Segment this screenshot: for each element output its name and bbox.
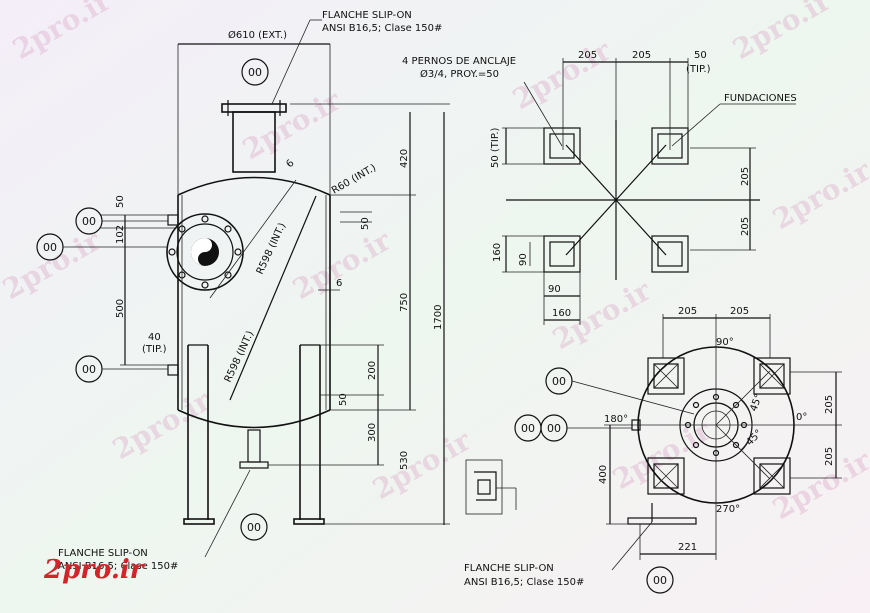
base-dim-205-c: 205	[824, 395, 835, 414]
bubble-text: 00	[552, 375, 566, 388]
bottom-flange-label-1: FLANCHE SLIP-ON	[58, 548, 148, 559]
plan-dim-205-b: 205	[632, 50, 651, 61]
bubble-text: 00	[82, 363, 96, 376]
logo-text: 2pro.ir	[43, 555, 146, 585]
base-dim-205-d: 205	[824, 447, 835, 466]
bubble-text: 00	[547, 422, 561, 435]
dim-102: 102	[115, 225, 126, 244]
base-dim-221: 221	[678, 542, 697, 553]
dim-610: Ø610 (EXT.)	[228, 29, 287, 41]
angle-45-upper: 45°	[748, 393, 764, 413]
top-flange-label-1: FLANCHE SLIP-ON	[322, 10, 412, 21]
dim-750: 750	[399, 293, 410, 312]
angle-90: 90°	[716, 337, 734, 348]
base-plan: 205 205 205 205 90° 0° 180° 270° 45° 45°…	[464, 306, 842, 594]
dim-420: 420	[399, 149, 410, 168]
dim-50-right: 50	[338, 393, 349, 406]
dim-530: 530	[399, 451, 410, 470]
foundations-label: FUNDACIONES	[724, 93, 797, 104]
angle-180: 180°	[604, 414, 628, 425]
dim-6-top: 6	[284, 158, 296, 170]
plan-dim-50-tip: 50 (TIP.)	[490, 127, 501, 168]
angle-45-lower: 45°	[744, 428, 764, 448]
plan-dim-160-h: 160	[552, 308, 571, 319]
radius-60: R60 (INT.)	[330, 162, 378, 196]
bubble-text: 00	[247, 521, 261, 534]
dim-200: 200	[367, 361, 378, 380]
plan-dim-205-c: 205	[740, 167, 751, 186]
plan-dim-205-a: 205	[578, 50, 597, 61]
dim-40: 40	[148, 332, 161, 343]
plan-dim-90-v: 90	[518, 253, 529, 266]
plan-dim-tip: (TIP.)	[686, 64, 711, 75]
plan-dim-205-d: 205	[740, 217, 751, 236]
base-dim-205-b: 205	[730, 306, 749, 317]
foundation-plan: 4 PERNOS DE ANCLAJE Ø3/4, PROY.=50 FUNDA…	[402, 50, 797, 325]
anchor-label-1: 4 PERNOS DE ANCLAJE	[402, 56, 516, 67]
right-flange-label-2: ANSI B16,5; Clase 150#	[464, 577, 584, 588]
bubble-text: 00	[521, 422, 535, 435]
bubble-text: 00	[248, 66, 262, 79]
dim-500: 500	[115, 299, 126, 318]
site-logo: 2pro.ir	[43, 555, 146, 585]
anchor-detail-sketch	[465, 459, 517, 515]
bubble-text: 00	[43, 241, 57, 254]
dim-40-tip: (TIP.)	[142, 344, 167, 355]
tank-elevation: Ø610 (EXT.) FLANCHE SLIP-ON ANSI B16,5; …	[36, 10, 450, 572]
anchor-label-2: Ø3/4, PROY.=50	[420, 68, 499, 80]
top-flange-label-2: ANSI B16,5; Clase 150#	[322, 23, 442, 34]
angle-270: 270°	[716, 504, 740, 515]
bubble-text: 00	[653, 574, 667, 587]
dim-50-nozzle: 50	[360, 217, 371, 230]
bottom-flange-label-2: ANSI B16,5; Clase 150#	[58, 561, 178, 572]
angle-0: 0°	[796, 412, 807, 423]
plan-dim-50: 50	[694, 50, 707, 61]
dim-300: 300	[367, 423, 378, 442]
plan-dim-160-v: 160	[492, 243, 503, 262]
dim-6-shell: 6	[336, 278, 342, 289]
dim-50-left: 50	[115, 195, 126, 208]
right-flange-label-1: FLANCHE SLIP-ON	[464, 563, 554, 574]
plan-dim-90-h: 90	[548, 284, 561, 295]
base-dim-400: 400	[598, 465, 609, 484]
bubble-text: 00	[82, 215, 96, 228]
base-dim-205-a: 205	[678, 306, 697, 317]
callout-bubbles: 00 00 00 00 00 00 00 00 00	[43, 66, 667, 587]
dim-1700: 1700	[433, 305, 444, 330]
